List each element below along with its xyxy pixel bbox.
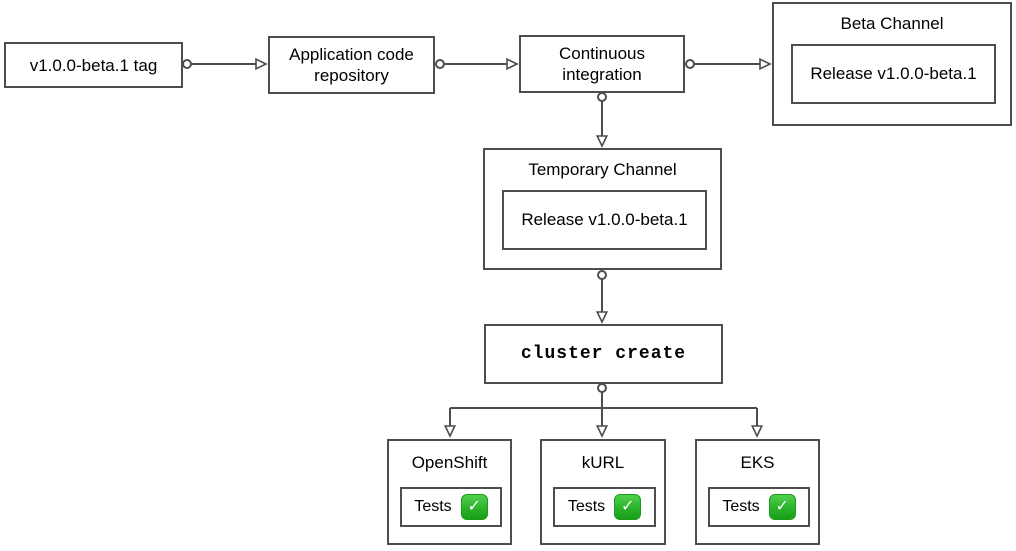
node-app-repo-label: Application code repository <box>289 45 414 85</box>
node-beta-channel-title: Beta Channel <box>840 14 944 33</box>
node-openshift-title: OpenShift <box>411 453 488 472</box>
node-eks: EKS Tests ✓ <box>695 439 820 545</box>
check-glyph: ✓ <box>775 498 789 515</box>
arrowhead-down-icon <box>595 425 609 438</box>
beta-release-box: Release v1.0.0-beta.1 <box>791 44 996 104</box>
edge-repo-to-ci <box>435 57 519 71</box>
edge-start-dot-icon <box>597 92 607 102</box>
kurl-tests-label: Tests <box>567 498 606 515</box>
openshift-tests-box: Tests ✓ <box>400 487 502 527</box>
arrowhead-right-icon <box>759 57 772 71</box>
edge-start-dot-icon <box>597 383 607 393</box>
check-passed-icon: ✓ <box>768 494 796 520</box>
node-temporary-channel: Temporary Channel Release v1.0.0-beta.1 <box>483 148 722 270</box>
arrowhead-down-icon <box>443 425 457 438</box>
arrowhead-down-icon <box>750 425 764 438</box>
node-kurl-title: kURL <box>581 453 625 472</box>
check-passed-icon: ✓ <box>614 494 642 520</box>
node-app-repo: Application code repository <box>268 36 435 94</box>
edge-tag-to-repo <box>182 57 268 71</box>
check-glyph: ✓ <box>467 498 481 515</box>
arrowhead-right-icon <box>506 57 519 71</box>
openshift-tests-label: Tests <box>414 498 452 515</box>
node-cluster-create: cluster create <box>484 324 723 384</box>
node-continuous-integration-label: Continuous integration <box>558 44 645 84</box>
node-eks-title: EKS <box>740 453 775 472</box>
arrowhead-down-icon <box>595 135 609 148</box>
temporary-release-label: Release v1.0.0-beta.1 <box>521 210 688 229</box>
node-continuous-integration: Continuous integration <box>519 35 685 93</box>
eks-tests-box: Tests ✓ <box>708 487 810 527</box>
edge-start-dot-icon <box>435 59 445 69</box>
edge-start-dot-icon <box>685 59 695 69</box>
edge-start-dot-icon <box>597 270 607 280</box>
kurl-tests-box: Tests ✓ <box>553 487 656 527</box>
arrowhead-right-icon <box>255 57 268 71</box>
edge-start-dot-icon <box>182 59 192 69</box>
edge-ci-to-beta <box>685 57 772 71</box>
cluster-create-command: cluster create <box>520 343 687 364</box>
node-temporary-channel-title: Temporary Channel <box>528 160 677 179</box>
node-version-tag: v1.0.0-beta.1 tag <box>4 42 183 88</box>
beta-release-label: Release v1.0.0-beta.1 <box>810 64 977 83</box>
edge-ci-to-temp <box>595 92 609 148</box>
temporary-release-box: Release v1.0.0-beta.1 <box>502 190 707 250</box>
check-passed-icon: ✓ <box>460 494 488 520</box>
check-glyph: ✓ <box>620 498 635 515</box>
eks-tests-label: Tests <box>722 498 760 515</box>
node-kurl: kURL Tests ✓ <box>540 439 666 545</box>
node-version-tag-label: v1.0.0-beta.1 tag <box>29 55 158 75</box>
edge-cluster-to-targets <box>443 383 764 438</box>
node-beta-channel: Beta Channel Release v1.0.0-beta.1 <box>772 2 1012 126</box>
node-openshift: OpenShift Tests ✓ <box>387 439 512 545</box>
arrowhead-down-icon <box>595 311 609 324</box>
edge-temp-to-cluster <box>595 270 609 324</box>
